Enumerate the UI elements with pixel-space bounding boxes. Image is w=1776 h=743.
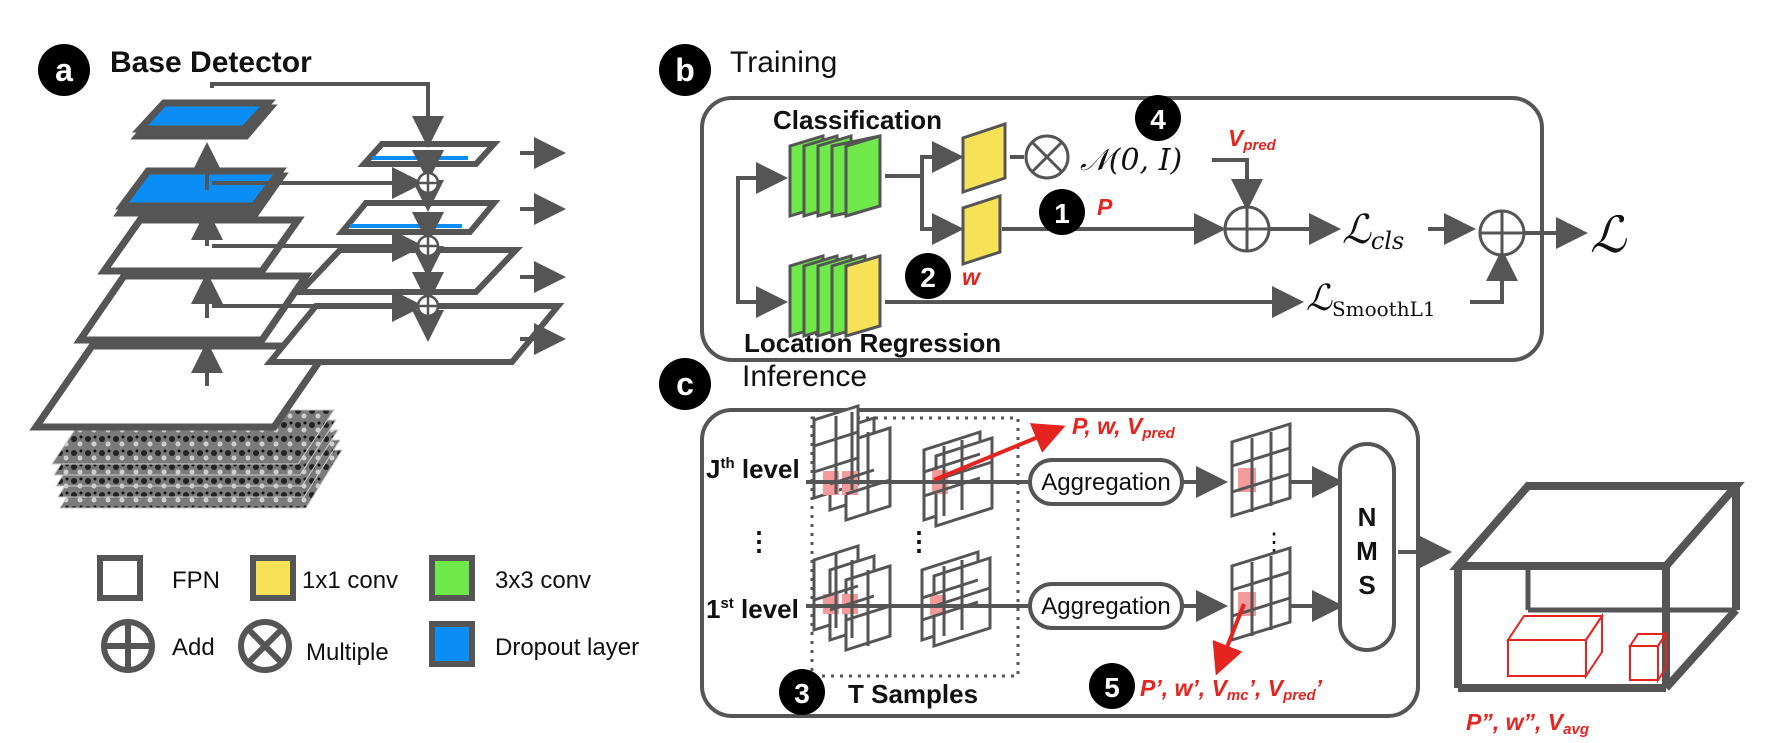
conv1-p [961,193,1002,267]
legend-fpn-swatch [97,555,143,601]
legend-conv1-swatch [250,555,296,601]
p-label: P [1097,194,1113,220]
panel-b: b Training Classification Location Regre… [659,44,1627,362]
bottom-output-label: P’, w’, Vmc’, Vpred’ [1140,675,1323,704]
regression-conv-stack [788,253,882,339]
legend-multiple-icon [238,619,292,673]
red-arrow-bottom [1212,603,1246,676]
sample-grids-top [812,403,994,529]
panel-b-title: Training [730,46,837,79]
w-label: w [962,264,982,290]
multiply-icon [1024,134,1070,180]
first-level-label: 1st level [706,594,799,624]
legend-conv3-swatch [429,555,475,601]
conv1-classification [961,121,1007,195]
badge-b-text: b [675,52,695,88]
badge-a-text: a [55,52,73,88]
nms-letter-m: M [1356,536,1378,566]
vertical-ellipsis-mid: ⋮ [906,526,932,556]
nms-letter-n: N [1358,502,1377,532]
panel-a: a Base Detector [29,44,639,673]
fpn-pyramid-left [29,99,337,431]
normal-distribution-label: 𝒩(0, I) [1080,143,1182,178]
sample-grids-bottom [812,543,992,653]
fpn-level-2 [73,272,313,344]
legend-add-icon [101,619,155,673]
legend-dropout-label: Dropout layer [495,634,639,661]
predicted-boxes [1506,612,1668,684]
panel-c: c Inference Jth level 1st level ⋮ ⋮ ⋮ ⋮ [659,358,1745,738]
aggregation-label-bottom: Aggregation [1041,593,1170,620]
step-badge-5 [1089,663,1135,709]
add-nodes [416,171,440,318]
loss-total-symbol: ℒ [1590,206,1627,264]
step-badge-3 [779,669,825,715]
t-samples-box [810,416,1020,678]
training-arrows [736,141,1588,318]
step-badge-4 [1135,95,1181,141]
aggregated-grid-bottom [1230,545,1292,643]
lateral-connections [210,82,444,342]
legend-multiple-label: Multiple [306,639,389,666]
loss-smooth-symbol: ℒSmoothL1 [1306,278,1436,321]
fpn-level-5-dropout [132,99,276,133]
classification-label: Classification [773,105,942,135]
fpn-out-2 [293,247,523,295]
vertical-ellipsis-left: ⋮ [746,526,772,556]
add-icon-total [1478,209,1526,257]
t-samples-label: T Samples [848,679,978,709]
fpn-level-4-dropout [115,167,287,210]
badge-c [659,358,711,410]
legend-fpn-label: FPN [172,567,220,594]
add-icon-cls [1223,205,1271,253]
badge-a [38,44,90,96]
fpn-out-1 [263,303,565,365]
aggregated-grid-top [1230,421,1292,519]
legend-conv3-label: 3x3 conv [495,567,591,594]
panel-a-title: Base Detector [110,46,312,79]
fpn-level-3 [97,216,305,275]
top-output-label: P, w, Vpred [1072,413,1176,442]
legend-dropout-swatch [429,621,475,667]
final-output-label: P”, w”, Vavg [1466,709,1589,738]
legend: FPN 1x1 conv 3x3 conv Add Multiple Dropo… [97,555,639,673]
step-badge-3-text: 3 [794,678,810,709]
v-pred-label: Vpred [1228,125,1277,154]
step-badge-5-text: 5 [1104,672,1120,703]
nms-letter-s: S [1358,570,1375,600]
badge-b [659,44,711,96]
fpn-out-4-base [357,141,501,167]
step-badge-2-text: 2 [920,262,936,293]
panel-c-title: Inference [742,360,867,393]
classification-conv-stack [788,133,882,219]
red-arrow-top [933,423,1066,482]
training-frame [700,96,1544,362]
output-arrows [520,137,566,355]
nms-box [1338,442,1396,652]
legend-add-label: Add [172,634,215,661]
location-regression-label: Location Regression [744,328,1001,358]
step-badge-2 [905,253,951,299]
fpn-pyramid-right [263,141,565,365]
inference-arrows [806,466,1452,622]
inference-frame [700,408,1420,718]
legend-conv1-label: 1x1 conv [302,567,398,594]
step-badge-1 [1039,189,1085,235]
jth-level-label: Jth level [706,454,800,484]
loss-cls-symbol: ℒcls [1342,207,1404,255]
aggregation-label-top: Aggregation [1041,469,1170,496]
badge-c-text: c [676,366,694,402]
step-badge-4-text: 4 [1150,104,1166,135]
step-badge-1-text: 1 [1054,198,1070,229]
